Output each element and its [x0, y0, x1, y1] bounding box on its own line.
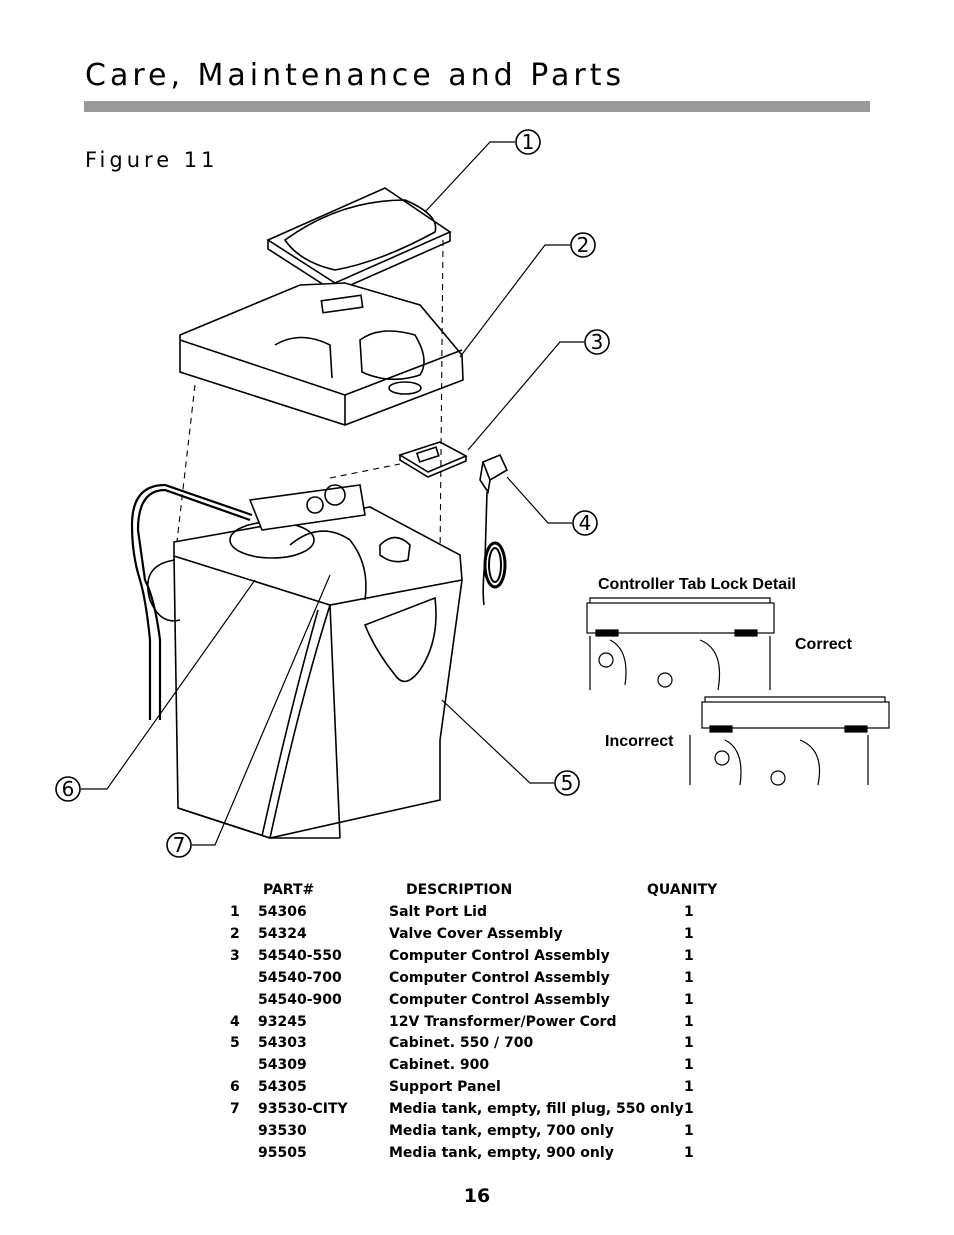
cell-description: Media tank, empty, 900 only — [389, 1144, 614, 1161]
page-title: Care, Maintenance and Parts — [85, 58, 626, 93]
svg-text:2: 2 — [577, 233, 590, 257]
callout-3: 3 — [584, 329, 610, 355]
table-row: 2 54324 Valve Cover Assembly 1 — [0, 926, 954, 948]
cell-description: Cabinet. 550 / 700 — [389, 1035, 534, 1052]
callout-7: 7 — [166, 832, 192, 858]
callout-4: 4 — [572, 510, 598, 536]
cell-description: Media tank, empty, 700 only — [389, 1123, 614, 1139]
callout-2: 2 — [570, 232, 596, 258]
table-row: 1 54306 Salt Port Lid 1 — [0, 904, 954, 926]
svg-text:3: 3 — [591, 330, 604, 354]
page-number: 16 — [463, 1185, 491, 1207]
cell-qty: 1 — [684, 925, 694, 942]
cell-description: Valve Cover Assembly — [389, 925, 563, 942]
cell-qty: 1 — [684, 1013, 694, 1030]
cell-description: 12V Transformer/Power Cord — [389, 1013, 617, 1030]
cell-item: 3 — [230, 947, 240, 964]
cell-qty: 1 — [684, 904, 694, 920]
cell-part: 54309 — [258, 1057, 307, 1074]
cell-part: 93530 — [258, 1123, 307, 1139]
table-row: 5 54303 Cabinet. 550 / 700 1 — [0, 1035, 954, 1057]
cell-description: Computer Control Assembly — [389, 947, 610, 964]
callout-5: 5 — [554, 770, 580, 796]
cell-part: 54540-700 — [258, 969, 342, 986]
cell-item: 5 — [230, 1035, 240, 1052]
cell-item: 1 — [230, 904, 240, 920]
table-row: 54540-900 Computer Control Assembly 1 — [0, 992, 954, 1014]
cell-description: Support Panel — [389, 1079, 501, 1096]
cell-part: 54540-900 — [258, 991, 342, 1008]
svg-text:6: 6 — [62, 777, 75, 801]
cell-description: Salt Port Lid — [389, 904, 487, 920]
cell-item: 2 — [230, 925, 240, 942]
computer-control-drawing — [398, 441, 468, 478]
table-row: 4 93245 12V Transformer/Power Cord 1 — [0, 1014, 954, 1036]
cell-part: 54324 — [258, 925, 307, 942]
figure-label: Figure 11 — [85, 148, 219, 172]
cell-description: Cabinet. 900 — [389, 1057, 490, 1074]
cell-part: 93245 — [258, 1013, 307, 1030]
leader-lines — [81, 141, 584, 846]
cell-qty: 1 — [684, 1101, 694, 1118]
cell-qty: 1 — [684, 1079, 694, 1096]
cell-description: Computer Control Assembly — [389, 969, 610, 986]
table-row: 95505 Media tank, empty, 900 only 1 — [0, 1145, 954, 1167]
callout-1: 1 — [515, 129, 541, 155]
detail-correct-label: Correct — [795, 636, 853, 653]
detail-incorrect-label: Incorrect — [605, 733, 674, 750]
svg-text:7: 7 — [173, 833, 186, 857]
cell-part: 54303 — [258, 1035, 307, 1052]
cell-part: 93530-CITY — [258, 1101, 348, 1118]
cell-description: Computer Control Assembly — [389, 991, 610, 1008]
alignment-guides — [175, 239, 444, 561]
cell-qty: 1 — [684, 1035, 694, 1052]
table-row: 54309 Cabinet. 900 1 — [0, 1057, 954, 1079]
support-panel-drawing — [130, 483, 253, 720]
cell-item: 7 — [230, 1101, 240, 1118]
cell-part: 95505 — [258, 1144, 307, 1161]
callout-6: 6 — [55, 776, 81, 802]
table-row: 3 54540-550 Computer Control Assembly 1 — [0, 948, 954, 970]
cell-qty: 1 — [684, 1144, 694, 1161]
cell-part: 54540-550 — [258, 947, 342, 964]
cell-item: 6 — [230, 1079, 240, 1096]
cell-description: Media tank, empty, fill plug, 550 only — [389, 1101, 684, 1118]
cell-part: 54305 — [258, 1079, 307, 1096]
parts-table-header: PART# DESCRIPTION QUANITY — [0, 882, 954, 904]
salt-port-lid-drawing — [266, 187, 452, 293]
cell-qty: 1 — [684, 1123, 694, 1139]
cell-qty: 1 — [684, 1057, 694, 1074]
table-row: 54540-700 Computer Control Assembly 1 — [0, 970, 954, 992]
header-part: PART# — [263, 882, 315, 898]
detail-incorrect-drawing — [689, 696, 890, 786]
cell-qty: 1 — [684, 947, 694, 964]
svg-text:1: 1 — [522, 130, 535, 154]
valve-cover-drawing — [179, 282, 464, 426]
table-row: 7 93530-CITY Media tank, empty, fill plug,… — [0, 1101, 954, 1123]
detail-correct-drawing — [586, 597, 775, 691]
cell-qty: 1 — [684, 991, 694, 1008]
header-quantity: QUANITY — [647, 882, 718, 898]
header-description: DESCRIPTION — [406, 882, 513, 898]
cell-qty: 1 — [684, 969, 694, 986]
cell-item: 4 — [230, 1013, 240, 1030]
svg-text:4: 4 — [579, 511, 592, 535]
detail-title: Controller Tab Lock Detail — [598, 576, 796, 593]
transformer-drawing — [479, 453, 509, 606]
table-row: 6 54305 Support Panel 1 — [0, 1079, 954, 1101]
title-rule — [84, 101, 870, 112]
cell-part: 54306 — [258, 904, 307, 920]
cabinet-drawing — [173, 484, 463, 839]
exploded-parts-diagram: 1 2 3 4 5 6 7 Controller Tab Lock Detail… — [55, 129, 890, 858]
table-row: 93530 Media tank, empty, 700 only 1 — [0, 1123, 954, 1145]
svg-text:5: 5 — [561, 771, 574, 795]
